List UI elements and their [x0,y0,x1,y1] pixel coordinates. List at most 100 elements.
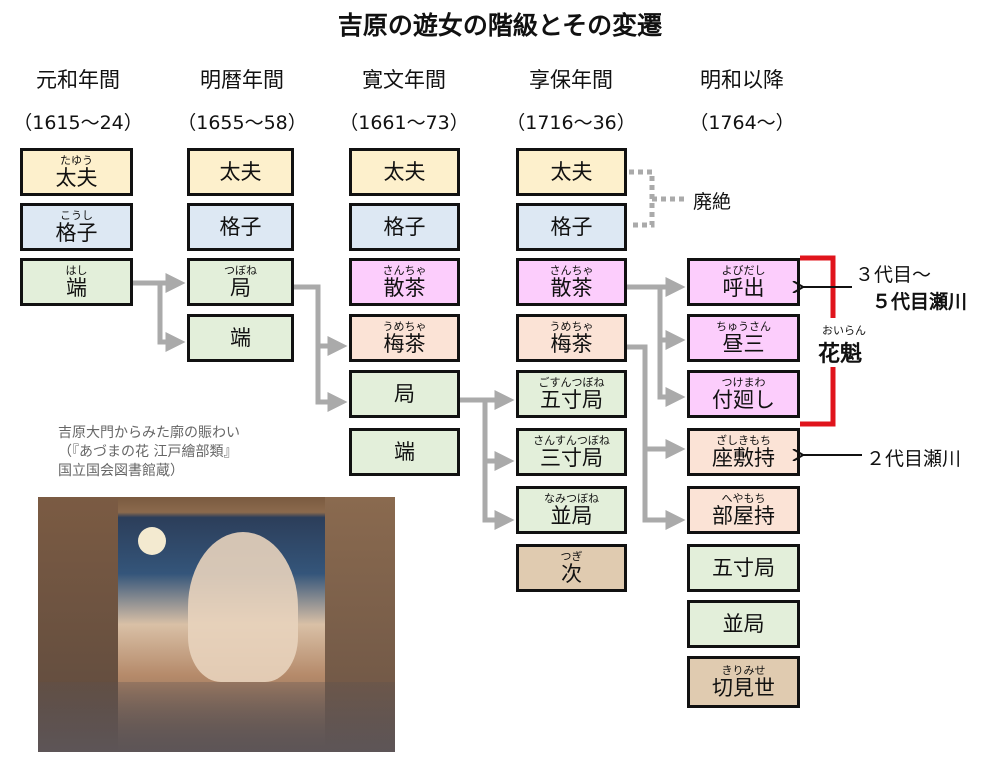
oiran-bracket-bottom [800,367,836,427]
rank-ruby: こうし [60,209,93,222]
diagram-title: 吉原の遊女の階級とその変遷 [337,11,663,40]
era-years: （1615～24） [13,112,143,134]
rank-name: 五寸局 [712,555,775,580]
rank-box: さんすんつぼね三寸局 [516,428,627,476]
rank-name: 格子 [383,214,426,239]
rank-name: 端 [230,325,251,350]
rank-name: 切見世 [712,676,775,700]
rank-box: 太夫 [349,148,460,196]
era-name: 元和年間 [36,68,120,92]
rank-box: なみつぼね並局 [516,486,627,534]
rank-name: 太夫 [219,159,262,184]
rank-box: ごすんつぼね五寸局 [516,370,627,418]
rank-box: 端 [349,428,460,476]
arrow-sancha-to-chusan [657,287,686,350]
rank-box: 端 [187,314,294,362]
rank-box: はし端 [20,258,133,306]
ukiyoe-yoshiwara-picture [38,497,395,752]
rank-ruby: さんちゃ [382,264,427,277]
segawa-3-label-line2: ５代目瀬川 [872,291,968,313]
arrow-hashi-to-hashi [157,283,186,352]
era-header: 明暦年間 （1655～58） [167,64,317,135]
era-header: 寛文年間（1661～73） [329,64,479,135]
rank-name: 梅茶 [383,332,426,356]
oiran-bracket-top [800,255,836,318]
rank-name: 太夫 [550,159,593,184]
rank-name: 座敷持 [712,446,775,470]
rank-box: 局 [349,370,460,418]
rank-box: うめちゃ梅茶 [516,314,627,362]
segawa-2-label: ２代目瀬川 [866,448,962,470]
arrow-umecha-to-zashikimochi [627,344,686,459]
rank-name: 並局 [722,611,765,636]
segawa-3-label-line1: ３代目～ [855,264,932,286]
rank-ruby: うめちゃ [549,320,594,333]
rank-ruby: つぼね [224,264,257,277]
rank-box: 並局 [687,600,800,648]
oiran-ruby: おいらん [822,324,866,337]
era-name: 明和以降 [700,68,784,92]
rank-box: きりみせ切見世 [687,656,800,708]
rank-name: 次 [561,562,582,586]
rank-box: つぼね局 [187,258,294,306]
rank-ruby: きりみせ [721,664,766,677]
rank-name: 昼三 [722,332,765,356]
rank-name: 局 [230,276,251,300]
rank-ruby: はし [65,264,88,277]
rank-box: こうし格子 [20,203,133,251]
rank-box: へやもち部屋持 [687,486,800,534]
abolished-label: 廃絶 [693,191,732,213]
era-years: （1655～58） [177,112,307,134]
rank-box: たゆう太夫 [20,148,133,196]
rank-box: 格子 [349,203,460,251]
era-name: 寛文年間 [362,68,446,92]
rank-name: 付廻し [712,388,775,412]
arrow-tsubone-to-umecha [294,284,348,356]
gray-arrows [133,273,686,530]
arrow-tsubone-to-tsubone [315,346,348,412]
rank-ruby: よびだし [721,264,766,277]
caption-line: 吉原大門からみた廓の賑わい [58,425,240,441]
era-header: 元和年間 （1615～24） [3,64,153,135]
rank-name: 格子 [550,214,593,239]
rank-ruby: うめちゃ [382,320,427,333]
rank-ruby: たゆう [60,154,93,167]
rank-ruby: へやもち [721,492,766,505]
rank-ruby: つぎ [560,550,583,563]
rank-name: 梅茶 [550,332,593,356]
rank-name: 格子 [219,214,262,239]
era-header: 享保年間（1716～36） [496,64,646,135]
arrow-umecha-to-heyamochi [642,449,686,530]
rank-ruby: さんちゃ [549,264,594,277]
rank-box: 太夫 [516,148,627,196]
rank-box: ちゅうさん昼三 [687,314,800,362]
arrow-sancha-to-tsukemawashi [657,340,686,407]
rank-name: 散茶 [550,276,593,300]
rank-name: 呼出 [722,276,765,300]
era-name: 明暦年間 [200,68,284,92]
rank-name: 局 [394,381,415,406]
abolished-dotted-bracket [629,169,685,228]
rank-ruby: ちゅうさん [716,320,771,333]
rank-box: さんちゃ散茶 [516,258,627,306]
rank-box: 格子 [187,203,294,251]
era-header: 明和以降（1764～） [667,64,817,135]
oiran-label: 花魁 [818,342,863,367]
rank-name: 三寸局 [540,446,603,470]
rank-ruby: さんすんつぼね [533,434,610,447]
rank-ruby: なみつぼね [544,492,599,505]
rank-box: つけまわ付廻し [687,370,800,418]
caption-line: （『あづまの花 江戸繪部類』 [58,444,238,460]
rank-box: つぎ次 [516,544,627,592]
rank-box: さんちゃ散茶 [349,258,460,306]
caption-line: 国立国会図書館蔵） [58,463,184,479]
rank-name: 太夫 [55,166,98,190]
rank-name: 端 [66,276,87,300]
rank-box: 太夫 [187,148,294,196]
rank-name: 太夫 [383,159,426,184]
era-years: （1716～36） [506,112,636,134]
rank-box: ざしきもち座敷持 [687,428,800,476]
rank-name: 散茶 [383,276,426,300]
